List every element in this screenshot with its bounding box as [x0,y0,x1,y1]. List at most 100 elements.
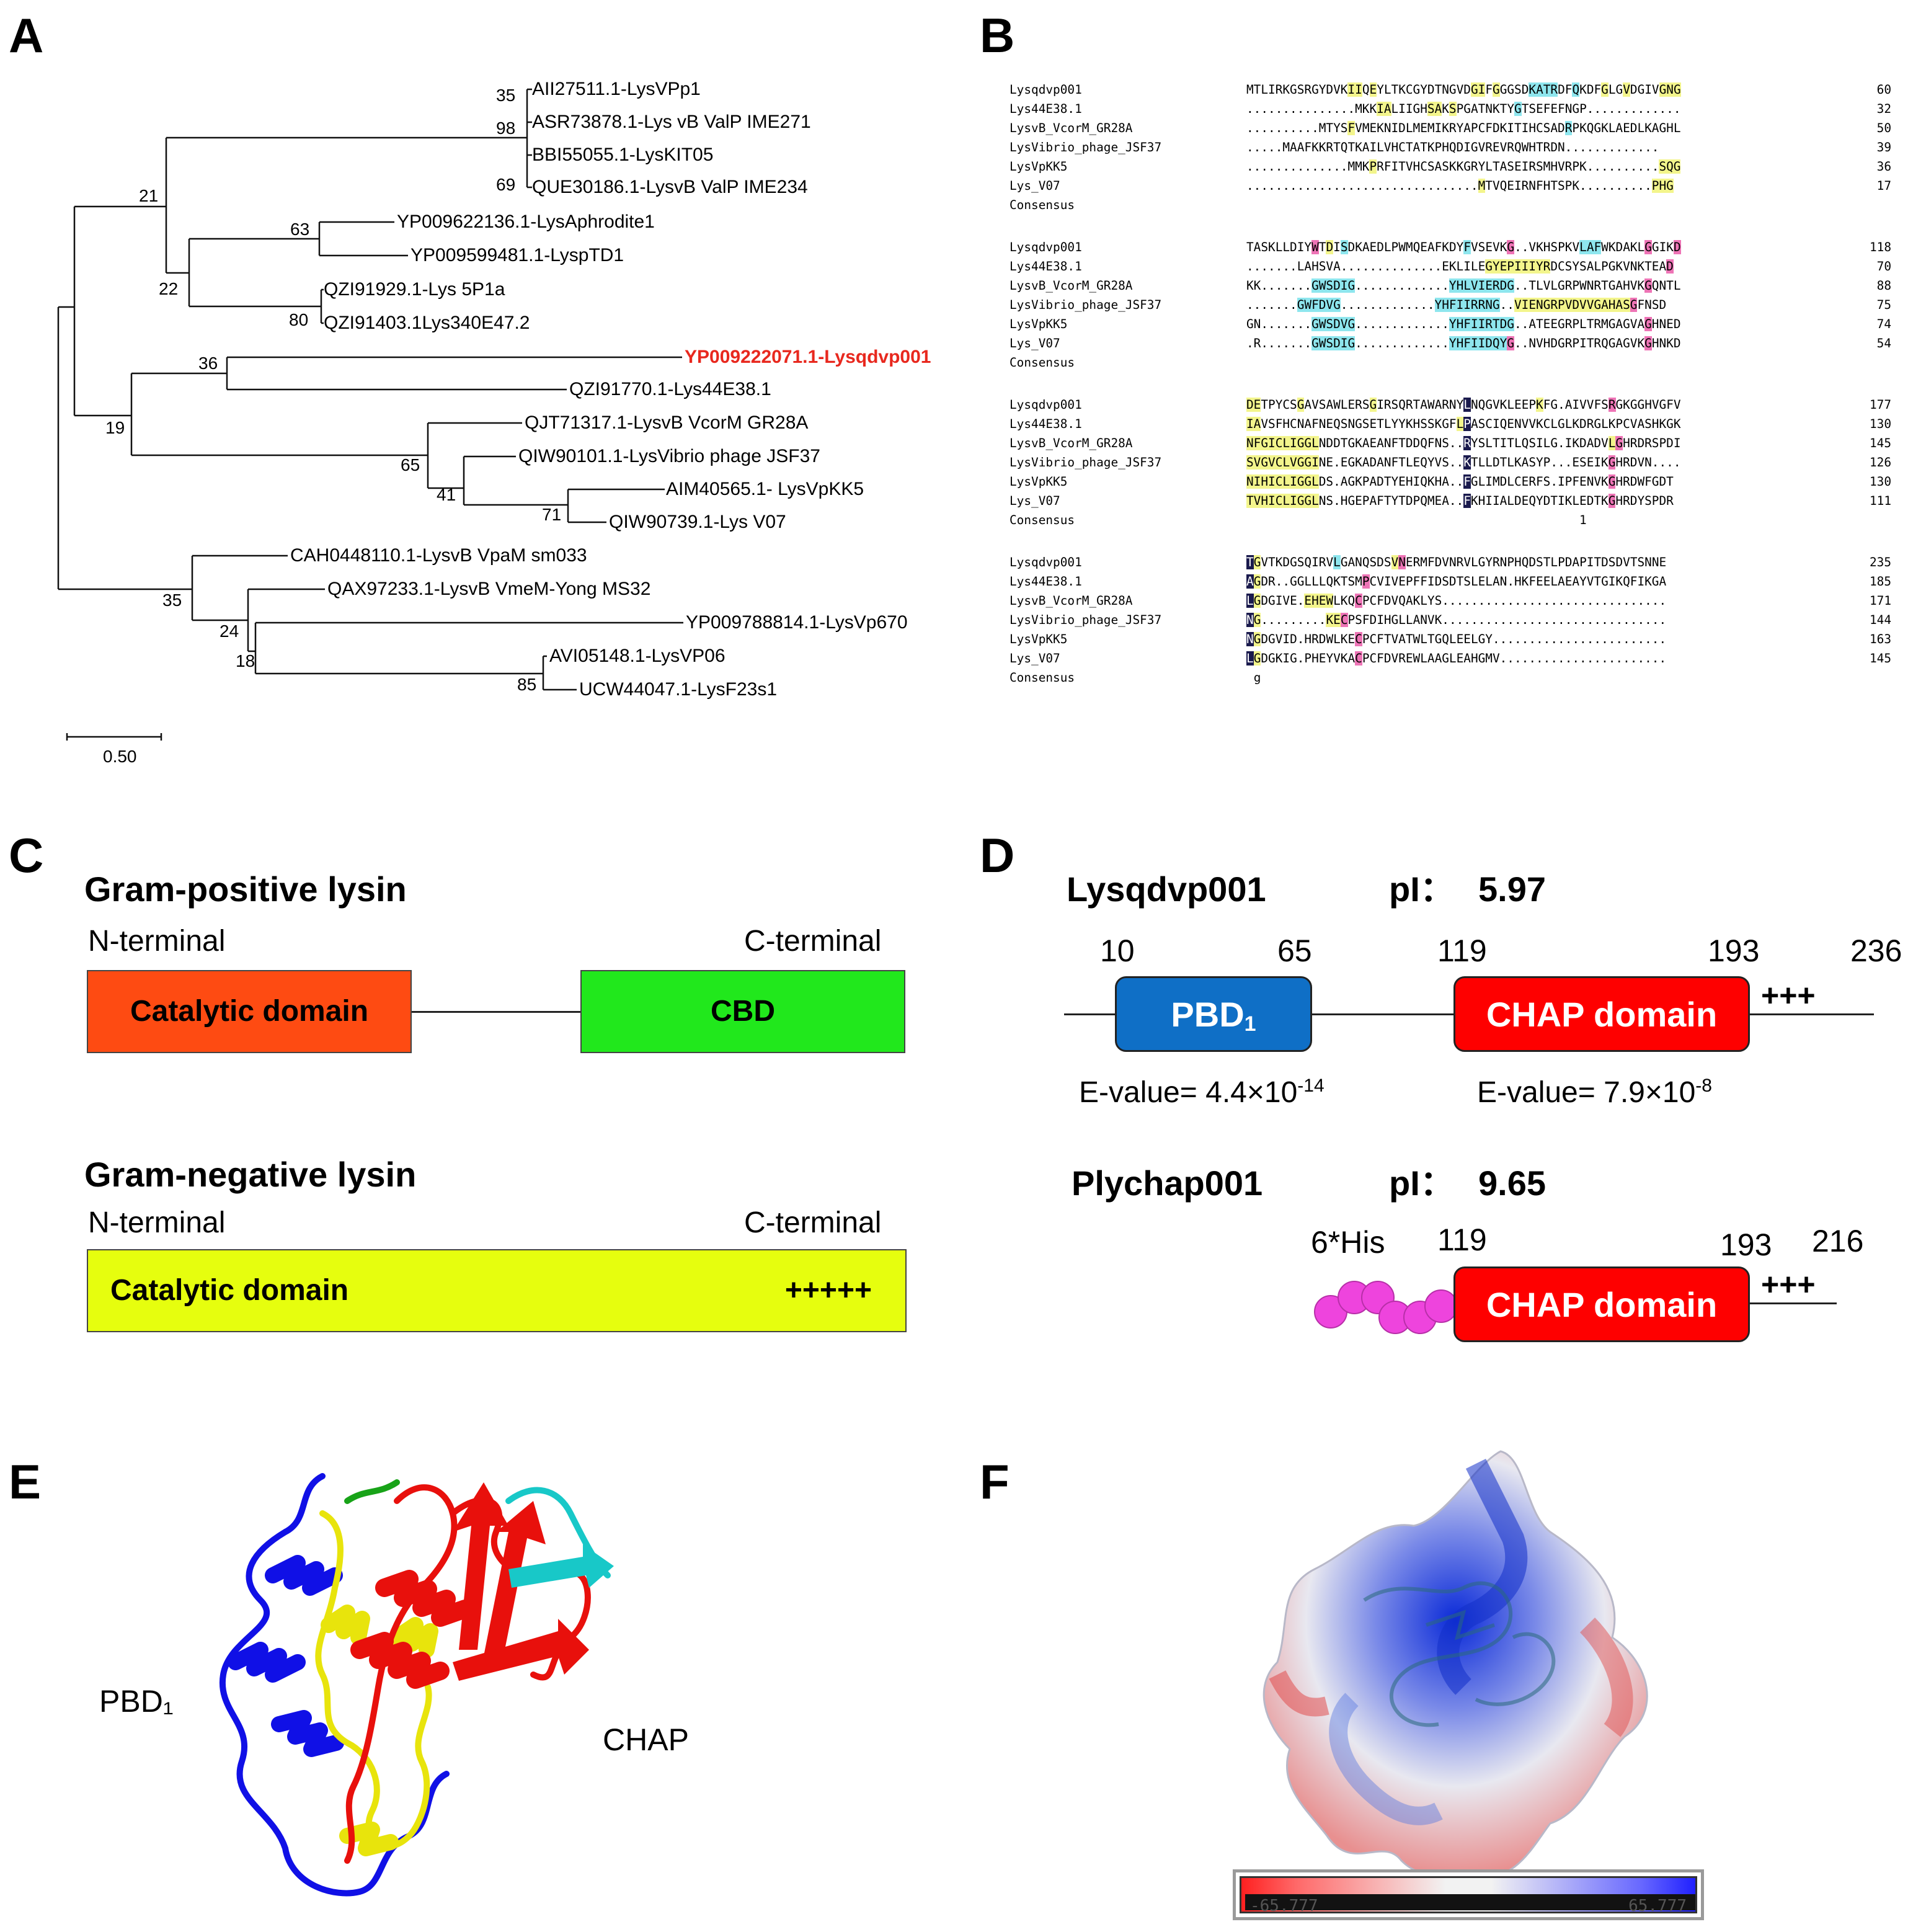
pbd-label: PBD [1171,994,1245,1034]
alignment-sequence: ...............MKKIALIIGHSAKSPGATNKTYGTS… [1246,102,1681,116]
position-label: 216 [1812,1224,1864,1258]
alignment-position: 126 [1869,455,1891,470]
charge-label: +++ [1761,978,1816,1013]
cbd-box: CBD [580,970,905,1053]
chap-beta-strand [453,1619,589,1681]
bootstrap-value: 22 [159,279,179,298]
positive-charge-label: +++++ [784,1274,872,1307]
protein2-pi-label: pI： [1389,1164,1455,1203]
bootstrap-value: 98 [496,118,516,138]
position-label: 65 [1277,933,1312,968]
alignment-sequence: GN.......GWSDVG.............YHFIIRTDG..A… [1246,317,1681,331]
alignment-sequence: NGDGVID.HRDWLKECPCFTVATWLTGQLEELGY......… [1246,632,1667,646]
alignment-row-name: Lys_V07 [1010,336,1060,350]
tree-leaf: AVI05148.1-LysVP06 [549,646,726,666]
alignment-position: 185 [1869,574,1891,589]
bootstrap-value: 63 [290,220,310,239]
protein1-pi-label: pI： [1389,870,1455,909]
alignment-sequence: TASKLLDIYWTDISDKAEDLPWMQEAFKDYFVSEVKG..V… [1246,240,1681,254]
bootstrap-value: 41 [437,485,456,504]
alignment-row-name: LysVibrio_phage_JSF37 [1010,613,1162,627]
c-terminal-beta-strand [508,1544,614,1588]
tree-leaf: YP009788814.1-LysVp670 [686,612,908,633]
scale-min-label: -65.777 [1250,1897,1318,1915]
alignment-row-name: Lysqdvp001 [1010,82,1082,97]
evalue-pbd: E-value= 4.4×10-14 [1079,1075,1325,1109]
bootstrap-value: 24 [220,621,239,641]
alignment-consensus-label: Consensus [1010,198,1075,212]
alignment-row-name: Lys_V07 [1010,494,1060,508]
backbone-trace [1475,1632,1556,1706]
tree-leaf: QZI91929.1-Lys 5P1a [324,279,505,300]
negative-patch [1579,1617,1633,1737]
alignment-sequence: SVGVCLVGGINE.EGKADANFTLEQYVS..KTLLDTLKAS… [1246,455,1681,470]
panel-label-d: D [980,828,1015,883]
alignment-row-name: LysVpKK5 [1010,317,1068,331]
alignment-sequence: AGDR..GGLLLQKTSMPCVIVEPFFIDSDTSLELAN.HKF… [1246,574,1667,589]
panel-label-b: B [980,8,1015,63]
pbd-coil [219,1473,450,1897]
bootstrap-value: 85 [517,675,537,694]
bootstrap-value: 35 [162,590,182,610]
catalytic-domain-label: Catalytic domain [110,1274,349,1307]
tree-leaf: AII27511.1-LysVPp1 [532,79,701,99]
panel-label-a: A [9,8,44,63]
panel-label-f: F [980,1454,1010,1509]
alignment-row-name: Lys_V07 [1010,179,1060,193]
his-tag-label: 6*His [1311,1225,1385,1260]
alignment-position: 130 [1869,417,1891,431]
position-label: 119 [1437,1222,1487,1257]
alignment-position: 88 [1876,278,1891,293]
n-terminal-label: N-terminal [88,1206,226,1239]
alignment-position: 39 [1876,140,1891,154]
protein1-pi-value: 5.97 [1478,870,1546,909]
alignment-consensus: g [1246,672,1261,683]
pbd-structure-label: PBD₁ [99,1684,174,1719]
alignment-position: 32 [1876,102,1891,116]
alignment-row-name: LysvB_VcorM_GR28A [1010,436,1133,450]
chap-domain-box: CHAP domain [1453,1266,1750,1342]
chap-label: CHAP domain [1486,1284,1718,1324]
pbd-subscript: 1 [1244,1012,1256,1036]
tree-leaf: QJT71317.1-LysvB VcorM GR28A [525,412,809,433]
bootstrap-value: 65 [401,455,420,474]
alignment-row-name: LysvB_VcorM_GR28A [1010,594,1133,608]
evalue-chap: E-value= 7.9×10-8 [1477,1075,1712,1109]
alignment-position: 74 [1876,317,1891,331]
positive-patch [1437,1458,1528,1695]
protein2-pi-value: 9.65 [1478,1164,1546,1203]
alignment-position: 54 [1876,336,1891,350]
tree-branches [57,88,683,741]
alignment-sequence: ..........MTYSFVMEKNIDLMEMIKRYAPCFDKITIH… [1246,121,1681,135]
his-tag-beads [1314,1281,1458,1334]
tree-leaf: ASR73878.1-Lys vB ValP IME271 [532,112,811,132]
protein2-name: Plychap001 [1072,1164,1263,1203]
bootstrap-value: 19 [105,418,125,437]
catalytic-domain-box: Catalytic domain [87,970,412,1053]
alignment-consensus-label: Consensus [1010,513,1075,527]
n-terminal-coil [344,1479,400,1504]
alignment-position: 111 [1869,494,1891,508]
scale-max-label: 65.777 [1628,1897,1687,1915]
alignment-position: 171 [1869,594,1891,608]
tree-leaf: QUE30186.1-LysvB ValP IME234 [532,177,808,197]
tree-leaf-highlighted: YP009222071.1-Lysqdvp001 [685,347,931,367]
alignment-row-name: LysVpKK5 [1010,159,1068,174]
linker-helix [339,1822,399,1856]
tree-leaf: QIW90101.1-LysVibrio phage JSF37 [518,446,820,466]
alignment-position: 145 [1869,436,1891,450]
bootstrap-value: 18 [236,651,255,670]
alignment-sequence: IAVSFHCNAFNEQSNGSETLYYKHSSKGFLPASCIQENVV… [1246,417,1681,431]
pbd-helix [228,1642,306,1683]
alignment-sequence: KK.......GWSDIG.............YHLVIERDG..T… [1246,278,1681,293]
alignment-row-name: Lys44E38.1 [1010,574,1082,589]
alignment-sequence: DETPYCSGAVSAWLERSGIRSQRTAWARNYLNQGVKLEEP… [1246,398,1681,412]
alignment-position: 17 [1876,179,1891,193]
backbone-trace [1363,1581,1513,1727]
color-scale-bar: -65.777 65.777 [1240,1876,1697,1915]
alignment-consensus: 1 [1246,514,1587,526]
tree-leaf: CAH0448110.1-LysvB VpaM sm033 [290,545,587,566]
bootstrap-value: 80 [289,310,309,329]
alignment-position: 235 [1869,555,1891,569]
